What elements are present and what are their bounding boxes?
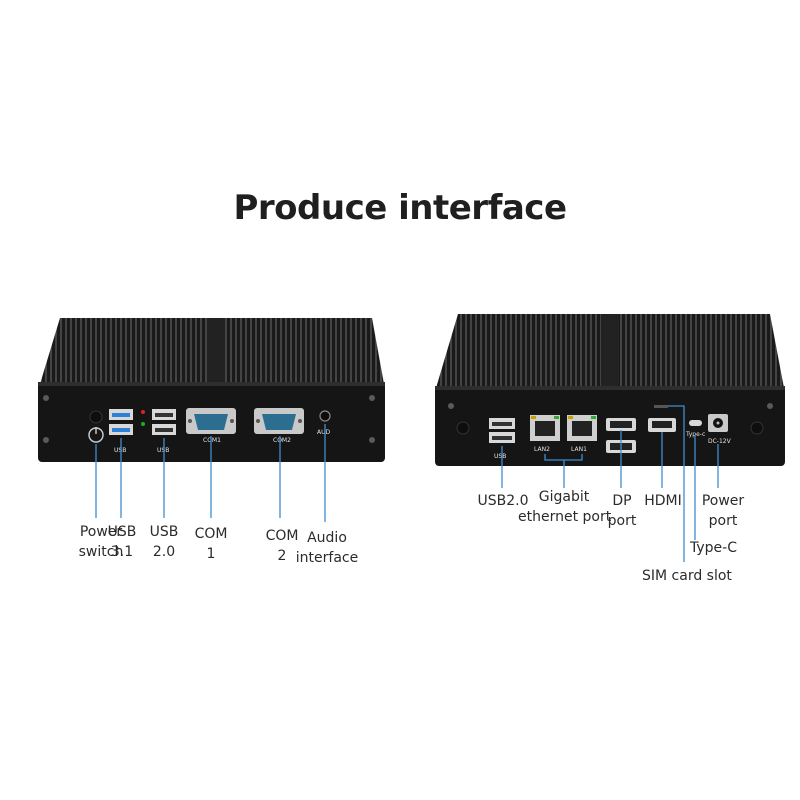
label-rear-usb20: USB2.0 <box>477 493 529 509</box>
silk-typec: Type-c <box>685 431 705 438</box>
label-type-c: Type-C <box>690 540 737 556</box>
page-title: Produce interface <box>233 188 567 228</box>
silk-lan2: LAN2 <box>534 446 550 453</box>
silk-com1: COM1 <box>203 437 221 444</box>
front-device: USB USB COM1 COM2 AUD <box>38 318 385 522</box>
label-hdmi: HDMI <box>644 493 682 509</box>
label-sim-card-slot: SIM card slot <box>642 568 732 584</box>
silk-audio: AUD <box>317 429 330 436</box>
silk-rear-usb: USB <box>494 453 506 460</box>
silk-usb20: USB <box>157 447 169 454</box>
rear-device: USB LAN2 LAN1 Type-c DC-12V <box>435 314 785 562</box>
sim-slot <box>654 405 668 408</box>
typec-port <box>689 420 702 426</box>
audio-jack <box>319 410 331 422</box>
front-callouts <box>95 424 326 522</box>
silk-usb31: USB <box>114 447 126 454</box>
silk-lan1: LAN1 <box>571 446 587 453</box>
rear-callouts <box>501 405 719 562</box>
silk-dc: DC-12V <box>708 438 732 445</box>
silk-com2: COM2 <box>273 437 291 444</box>
